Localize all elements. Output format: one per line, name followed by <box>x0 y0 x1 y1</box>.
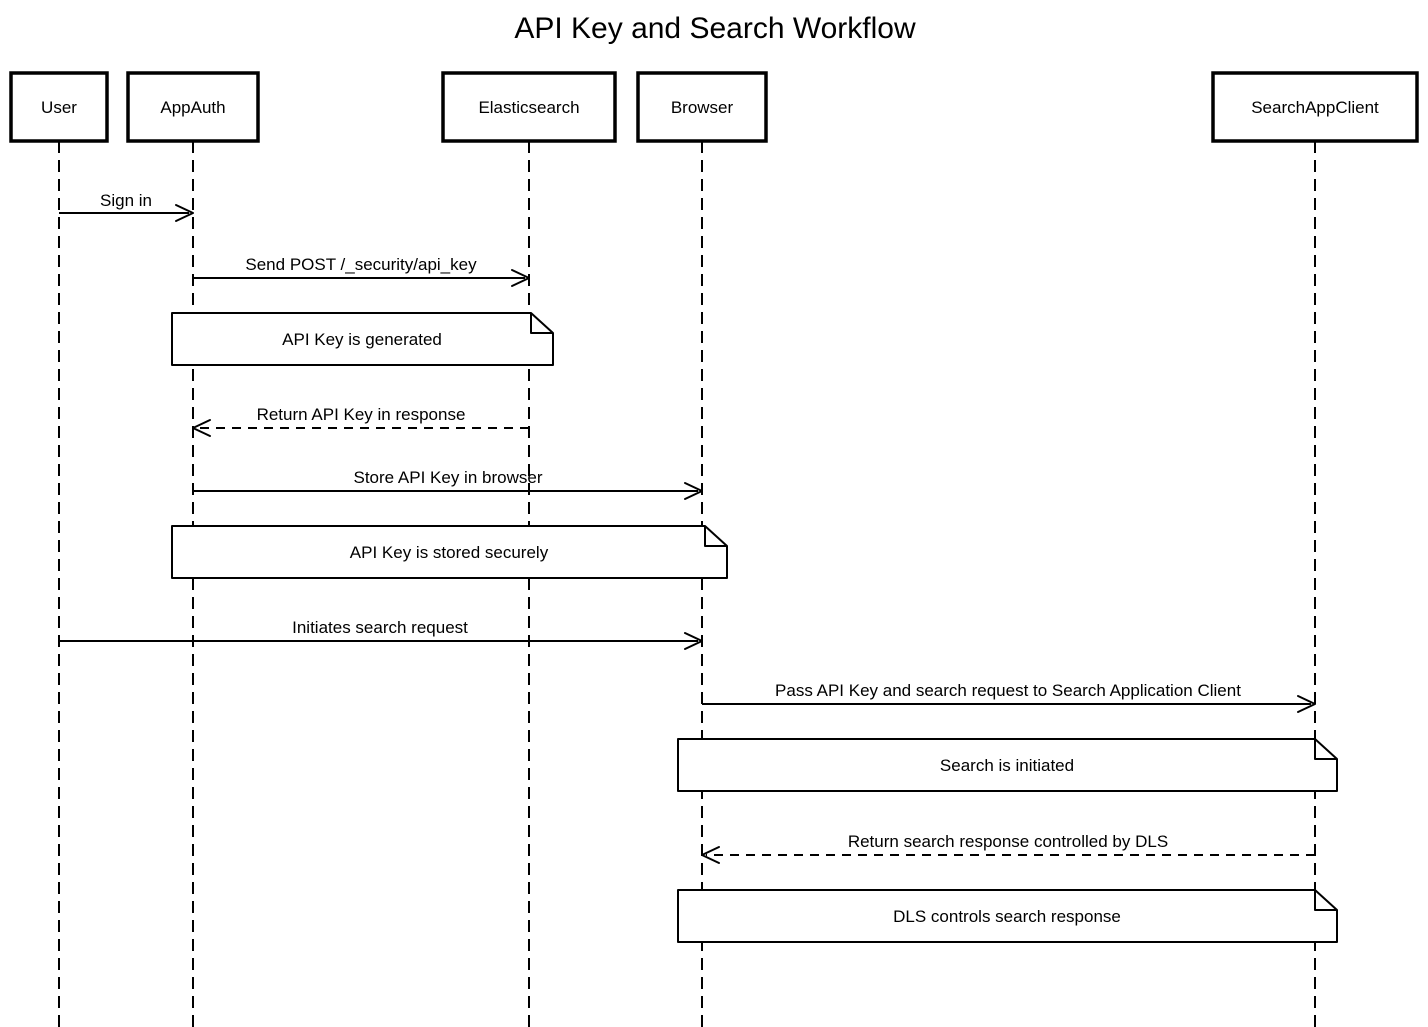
message-label-return-search-response: Return search response controlled by DLS <box>848 832 1168 851</box>
participant-label-elasticsearch: Elasticsearch <box>478 98 579 117</box>
note-shape-dls-controls <box>677 889 1338 943</box>
participant-box-user <box>9 71 109 143</box>
diagram-title: API Key and Search Workflow <box>514 12 916 45</box>
participant-box-elasticsearch <box>441 71 617 143</box>
note-label-dls-controls: DLS controls search response <box>893 907 1121 926</box>
arrowhead-right-icon <box>1297 695 1316 713</box>
participant-label-browser: Browser <box>671 98 734 117</box>
message-label-store-api-key: Store API Key in browser <box>354 468 543 487</box>
note-shape-api-key-stored <box>171 525 728 579</box>
note-label-api-key-generated: API Key is generated <box>282 330 442 349</box>
note-shape-search-initiated <box>677 738 1338 792</box>
note-label-api-key-stored: API Key is stored securely <box>350 543 549 562</box>
note-shape-api-key-generated <box>171 312 554 366</box>
participant-label-user: User <box>41 98 77 117</box>
participant-box-searchappclient <box>1211 71 1419 143</box>
message-label-sign-in: Sign in <box>100 191 152 210</box>
arrowhead-left-icon <box>192 419 211 437</box>
arrowhead-right-icon <box>684 482 703 500</box>
arrowhead-right-icon <box>511 269 530 287</box>
note-label-search-initiated: Search is initiated <box>940 756 1074 775</box>
message-label-return-api-key: Return API Key in response <box>257 405 466 424</box>
note-fold-icon <box>1314 739 1337 760</box>
participant-label-searchappclient: SearchAppClient <box>1251 98 1379 117</box>
arrowhead-right-icon <box>175 204 194 222</box>
message-label-send-post: Send POST /_security/api_key <box>245 255 477 274</box>
note-fold-icon <box>1314 890 1337 911</box>
participant-label-appauth: AppAuth <box>160 98 225 117</box>
arrowhead-left-icon <box>701 846 720 864</box>
note-fold-icon <box>704 526 727 547</box>
note-fold-icon <box>530 313 553 334</box>
message-label-initiates-search: Initiates search request <box>292 618 468 637</box>
message-label-pass-api-key: Pass API Key and search request to Searc… <box>775 681 1241 700</box>
participant-box-appauth <box>126 71 260 143</box>
arrowhead-right-icon <box>684 632 703 650</box>
participant-box-browser <box>636 71 768 143</box>
